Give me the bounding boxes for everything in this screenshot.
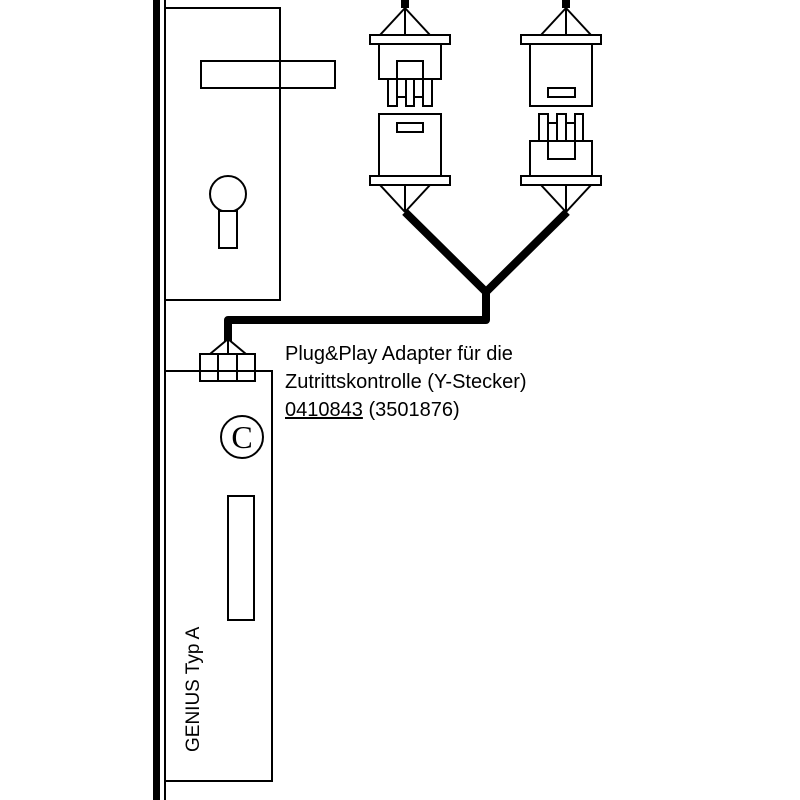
right-bottom-connector bbox=[520, 113, 602, 213]
alt-article-number: (3501876) bbox=[368, 399, 460, 421]
lock-slot bbox=[227, 495, 255, 621]
handle-plate bbox=[164, 7, 336, 301]
main-cable bbox=[224, 290, 490, 341]
article-number-line: 0410843 (3501876) bbox=[285, 396, 460, 424]
left-bottom-connector bbox=[369, 113, 451, 213]
copyright-circle bbox=[220, 415, 264, 459]
adapter-title-line1: Plug&Play Adapter für die bbox=[285, 343, 513, 365]
keyhole-slot bbox=[218, 210, 238, 249]
adapter-title-line2: Zutrittskontrolle (Y-Stecker) bbox=[285, 371, 527, 393]
left-top-connector bbox=[369, 0, 451, 107]
right-top-connector bbox=[520, 0, 602, 107]
door-frame-edge bbox=[153, 0, 160, 800]
genius-lock-case bbox=[164, 370, 273, 782]
article-number-link[interactable]: 0410843 bbox=[285, 399, 363, 421]
copyright-icon: C bbox=[231, 419, 252, 455]
door-handle bbox=[200, 60, 336, 89]
small-connector bbox=[199, 338, 256, 382]
y-split-cable bbox=[402, 209, 570, 298]
lock-type-label: GENIUS Typ A bbox=[183, 626, 204, 752]
keyhole-circle bbox=[209, 175, 247, 213]
